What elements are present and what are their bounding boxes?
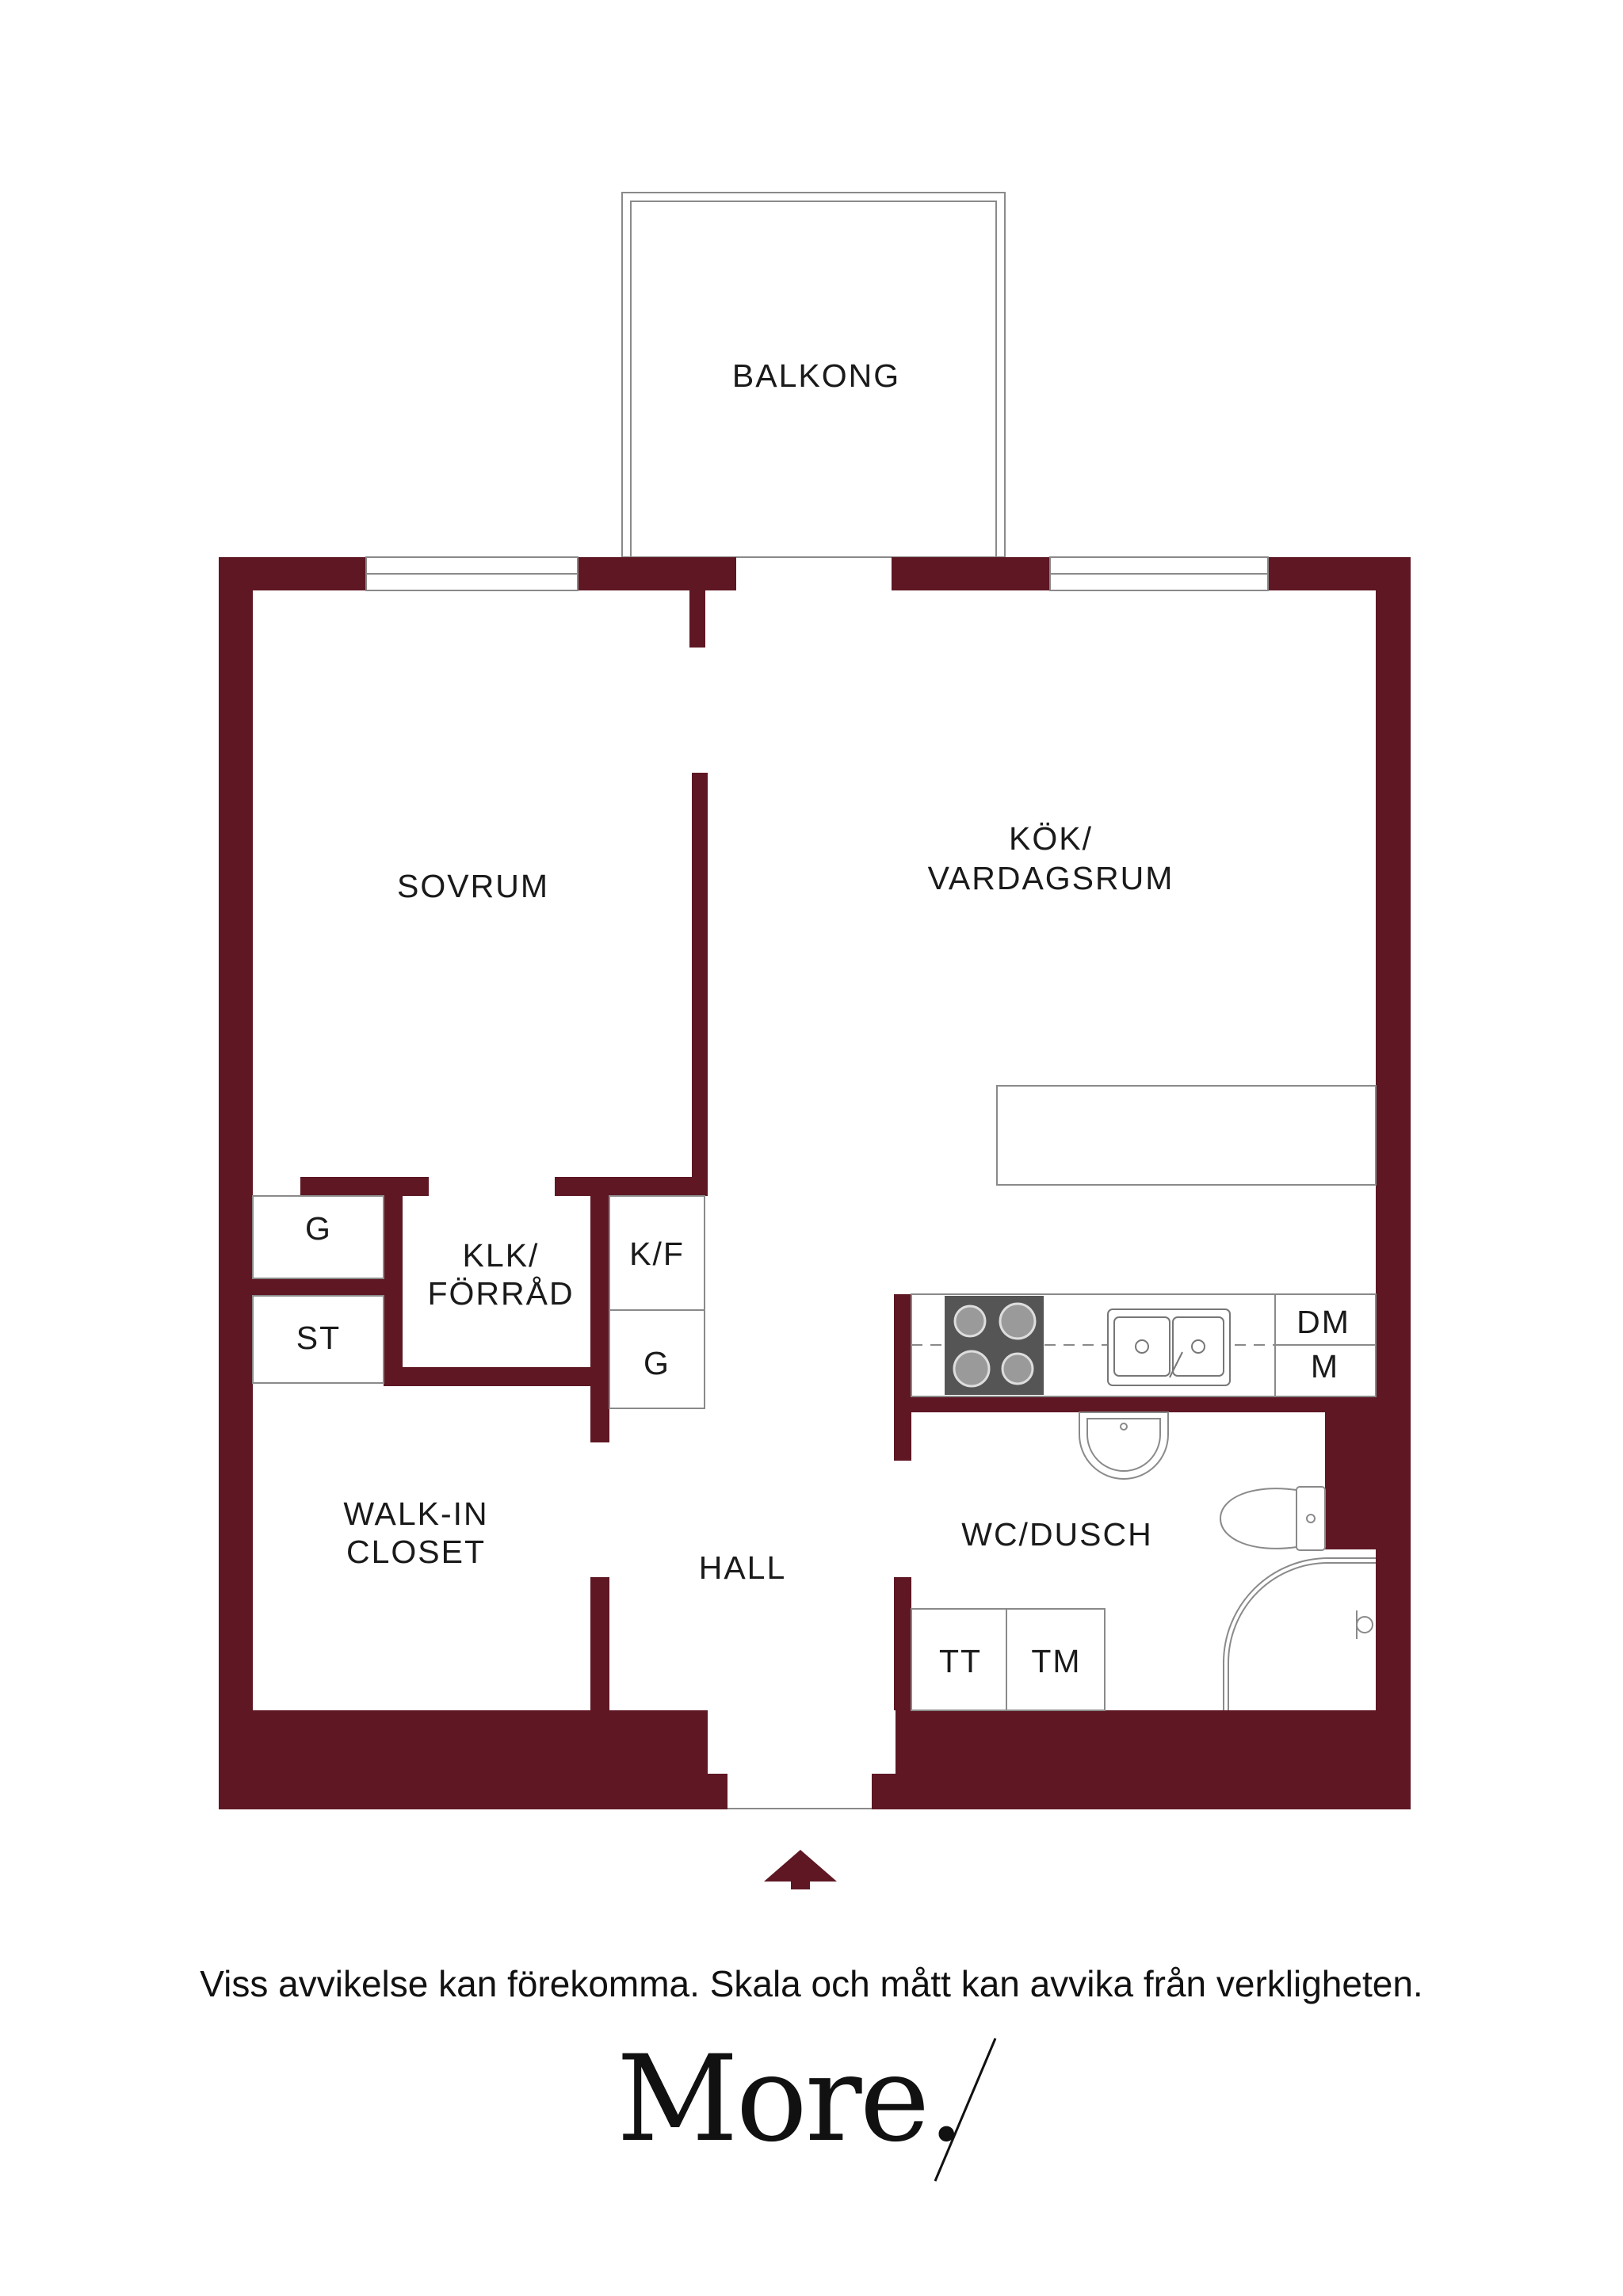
- kitchen-island: [996, 1085, 1377, 1186]
- label-sovrum: SOVRUM: [397, 868, 549, 904]
- label-tm: TM: [1031, 1643, 1081, 1679]
- label-kf: K/F: [629, 1236, 685, 1272]
- bathroom-fixtures: [911, 1412, 1376, 1711]
- shower-icon: [1223, 1557, 1376, 1710]
- label-walkin-line1: WALK-IN: [343, 1496, 488, 1532]
- kitchen-sink-icon: [1107, 1308, 1231, 1386]
- logo-text: More.: [617, 2030, 963, 2168]
- stove-icon: [945, 1296, 1044, 1395]
- toilet-icon: [1219, 1486, 1326, 1551]
- disclaimer-text: Viss avvikelse kan förekomma. Skala och …: [200, 1963, 1423, 2004]
- label-g-hall: G: [643, 1345, 670, 1381]
- outer-walls: [219, 557, 1411, 1809]
- label-hall: HALL: [699, 1549, 787, 1586]
- windows: [365, 556, 1269, 591]
- label-klk-line2: FÖRRÅD: [427, 1275, 574, 1312]
- label-kok-line1: KÖK/: [1009, 820, 1093, 857]
- label-walkin-line2: CLOSET: [346, 1534, 486, 1570]
- logo-slash: [934, 2038, 997, 2182]
- washbasin-icon: [1079, 1412, 1169, 1480]
- label-wc: WC/DUSCH: [961, 1516, 1152, 1553]
- storage-boxes: [252, 1195, 705, 1409]
- label-m: M: [1311, 1348, 1339, 1385]
- label-klk-line1: KLK/: [463, 1237, 540, 1274]
- label-balkong: BALKONG: [732, 357, 900, 394]
- entrance-arrow-icon: [764, 1850, 837, 1889]
- label-dm: DM: [1296, 1304, 1350, 1340]
- interior-walls: [253, 590, 1376, 1710]
- label-kok-line2: VARDAGSRUM: [928, 860, 1174, 896]
- label-st: ST: [296, 1320, 341, 1356]
- label-g-closet: G: [305, 1210, 332, 1247]
- label-tt: TT: [939, 1643, 982, 1679]
- room-labels: BALKONG SOVRUM KÖK/ VARDAGSRUM G ST KLK/…: [296, 357, 1350, 1679]
- brand-logo: More.: [617, 2030, 997, 2182]
